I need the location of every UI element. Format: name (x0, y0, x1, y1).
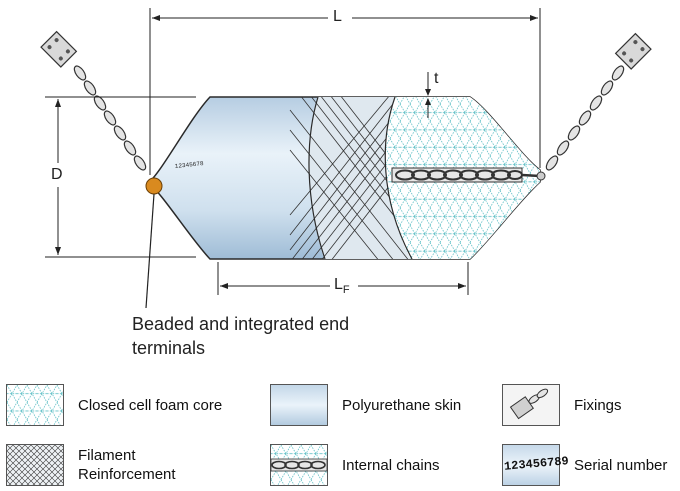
legend-label-foam: Closed cell foam core (78, 397, 223, 414)
legend-label-serial: Serial number (574, 457, 668, 474)
dimension-t-label: t (434, 70, 438, 88)
fixings-icon (502, 384, 560, 426)
dimension-lf (217, 262, 469, 295)
body-serial: 12345678 (174, 160, 204, 170)
legend-label-skin: Polyurethane skin (342, 397, 462, 414)
chains-swatch (270, 444, 328, 486)
serial-sample: 123456789 (503, 454, 570, 474)
dimension-lf-base: L (334, 276, 343, 293)
dimension-d-label: D (51, 166, 63, 183)
left-chain (73, 65, 147, 171)
dimension-l-label: L (333, 8, 342, 25)
dimension-d (45, 96, 196, 258)
filament-swatch (6, 444, 64, 486)
skin-swatch (270, 384, 328, 426)
dimension-l (149, 8, 541, 175)
foam-swatch (6, 384, 64, 426)
legend-label-fixings: Fixings (574, 397, 622, 414)
right-chain (545, 65, 625, 171)
dimension-lf-label: LF (334, 276, 350, 296)
dimension-t (425, 72, 431, 118)
internal-chain (391, 167, 541, 183)
end-terminal-callout: Beaded and integrated end terminals (132, 314, 350, 358)
legend-label-filament: Filament Reinforcement (78, 447, 176, 483)
right-fixing-plate (614, 32, 652, 70)
callout-leader (145, 193, 155, 309)
end-terminal (145, 177, 163, 195)
dimension-lf-sub: F (342, 284, 350, 297)
dimension-t-text: t (434, 70, 439, 87)
serial-swatch: 123456789 (502, 444, 569, 486)
legend-label-chains: Internal chains (342, 457, 440, 474)
left-fixing-plate (40, 30, 78, 68)
